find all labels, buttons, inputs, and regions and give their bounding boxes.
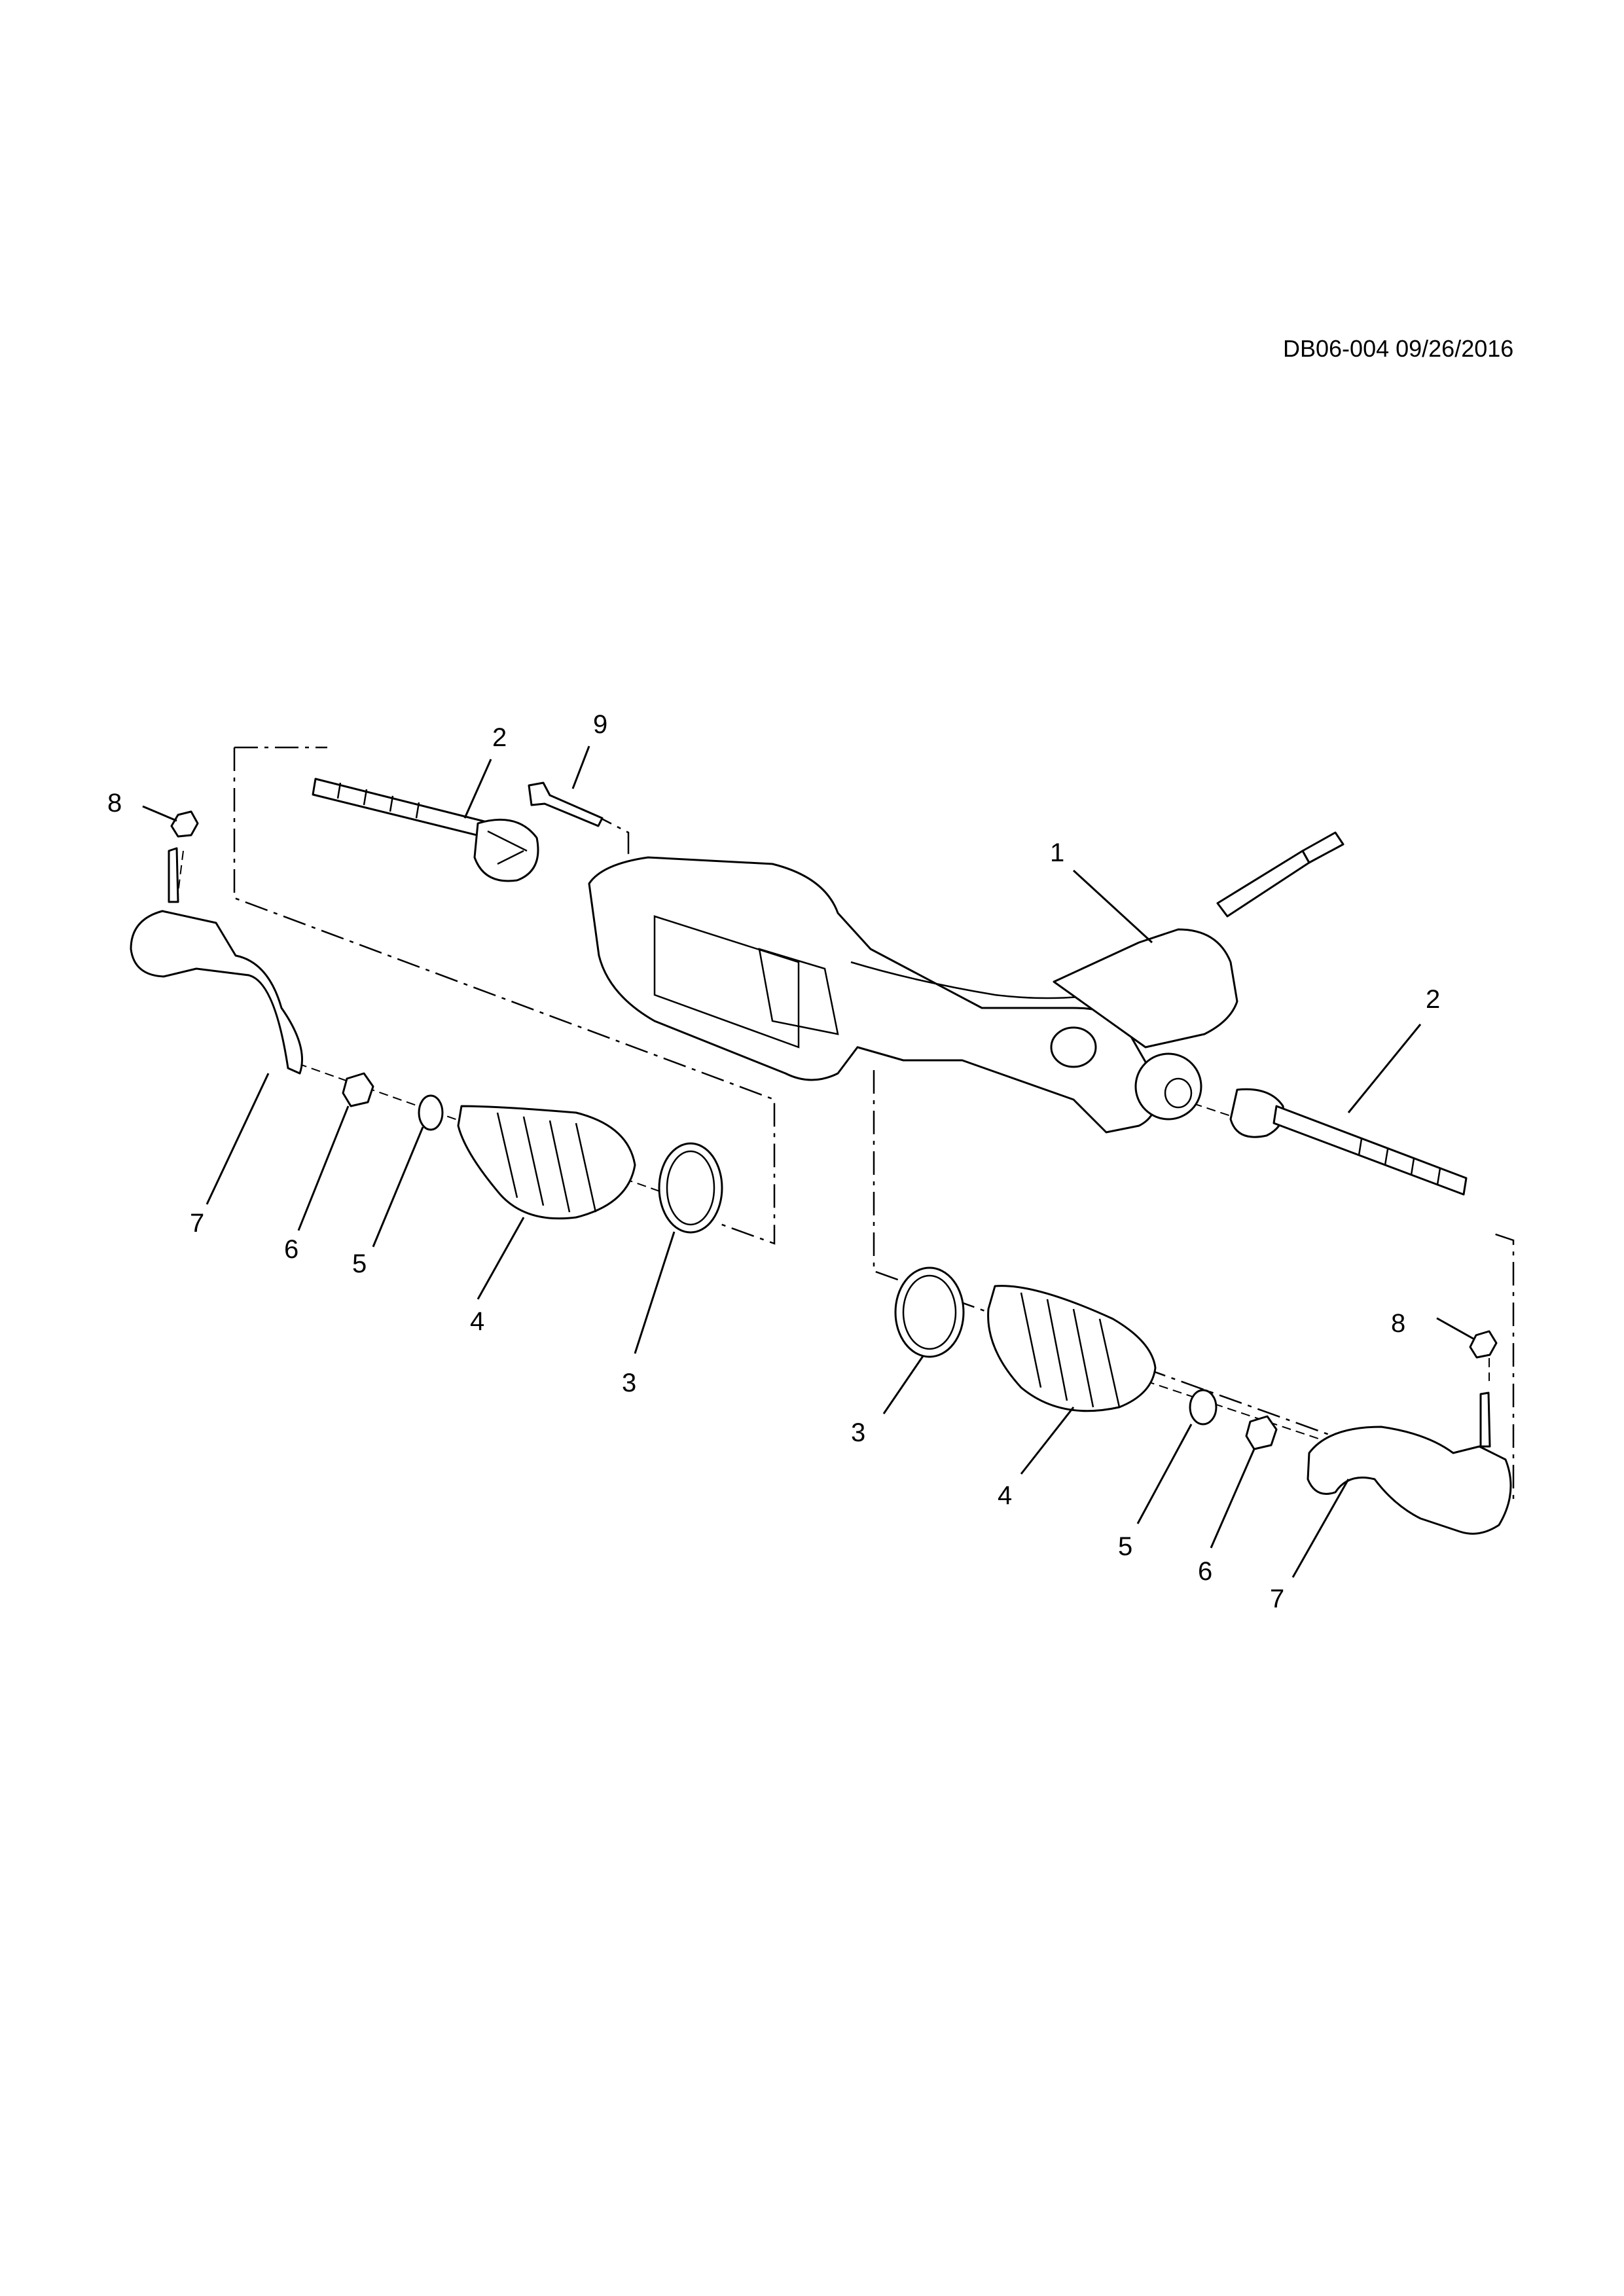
outer-tie-rod-right (1307, 1391, 1512, 1535)
callout-7-right: 7 (1270, 1585, 1284, 1613)
callout-5-right: 5 (1118, 1532, 1132, 1561)
callout-1: 1 (1050, 838, 1064, 867)
small-clamp-right (1189, 1389, 1218, 1426)
drawing-id-date: DB06-004 09/26/2016 (1283, 335, 1514, 362)
steering-gear-assembly (588, 831, 1344, 1134)
small-clamp-left (418, 1094, 444, 1131)
nut-left (170, 810, 199, 838)
boot-left (457, 1105, 636, 1220)
callout-4-right: 4 (998, 1481, 1012, 1510)
callout-2-left: 2 (492, 723, 507, 752)
callout-9: 9 (593, 710, 607, 739)
nut-right (1469, 1330, 1498, 1359)
right-assembly-phantom-outline (873, 1070, 1515, 1502)
inner-tie-rod-right (1229, 1088, 1468, 1196)
callout-7-left: 7 (190, 1209, 204, 1238)
left-assembly-phantom-outline (233, 746, 776, 1245)
leader-lines (142, 745, 1475, 1578)
bolt (528, 781, 604, 827)
jam-nut-left (342, 1072, 374, 1107)
boot-clamp-left (658, 1142, 723, 1234)
boot-clamp-right (894, 1266, 965, 1358)
inner-tie-rod-left (312, 778, 539, 882)
callout-3-left: 3 (622, 1369, 636, 1397)
callout-6-left: 6 (284, 1235, 298, 1264)
callout-2-right: 2 (1426, 985, 1440, 1014)
callout-6-right: 6 (1198, 1557, 1212, 1586)
callout-8-right: 8 (1391, 1309, 1405, 1338)
jam-nut-right (1245, 1415, 1278, 1450)
callout-8-left: 8 (107, 789, 122, 817)
callout-4-left: 4 (470, 1307, 484, 1336)
callout-5-left: 5 (352, 1249, 367, 1278)
callout-3-right: 3 (851, 1418, 865, 1447)
boot-right (987, 1285, 1157, 1412)
outer-tie-rod-left (130, 847, 303, 1075)
